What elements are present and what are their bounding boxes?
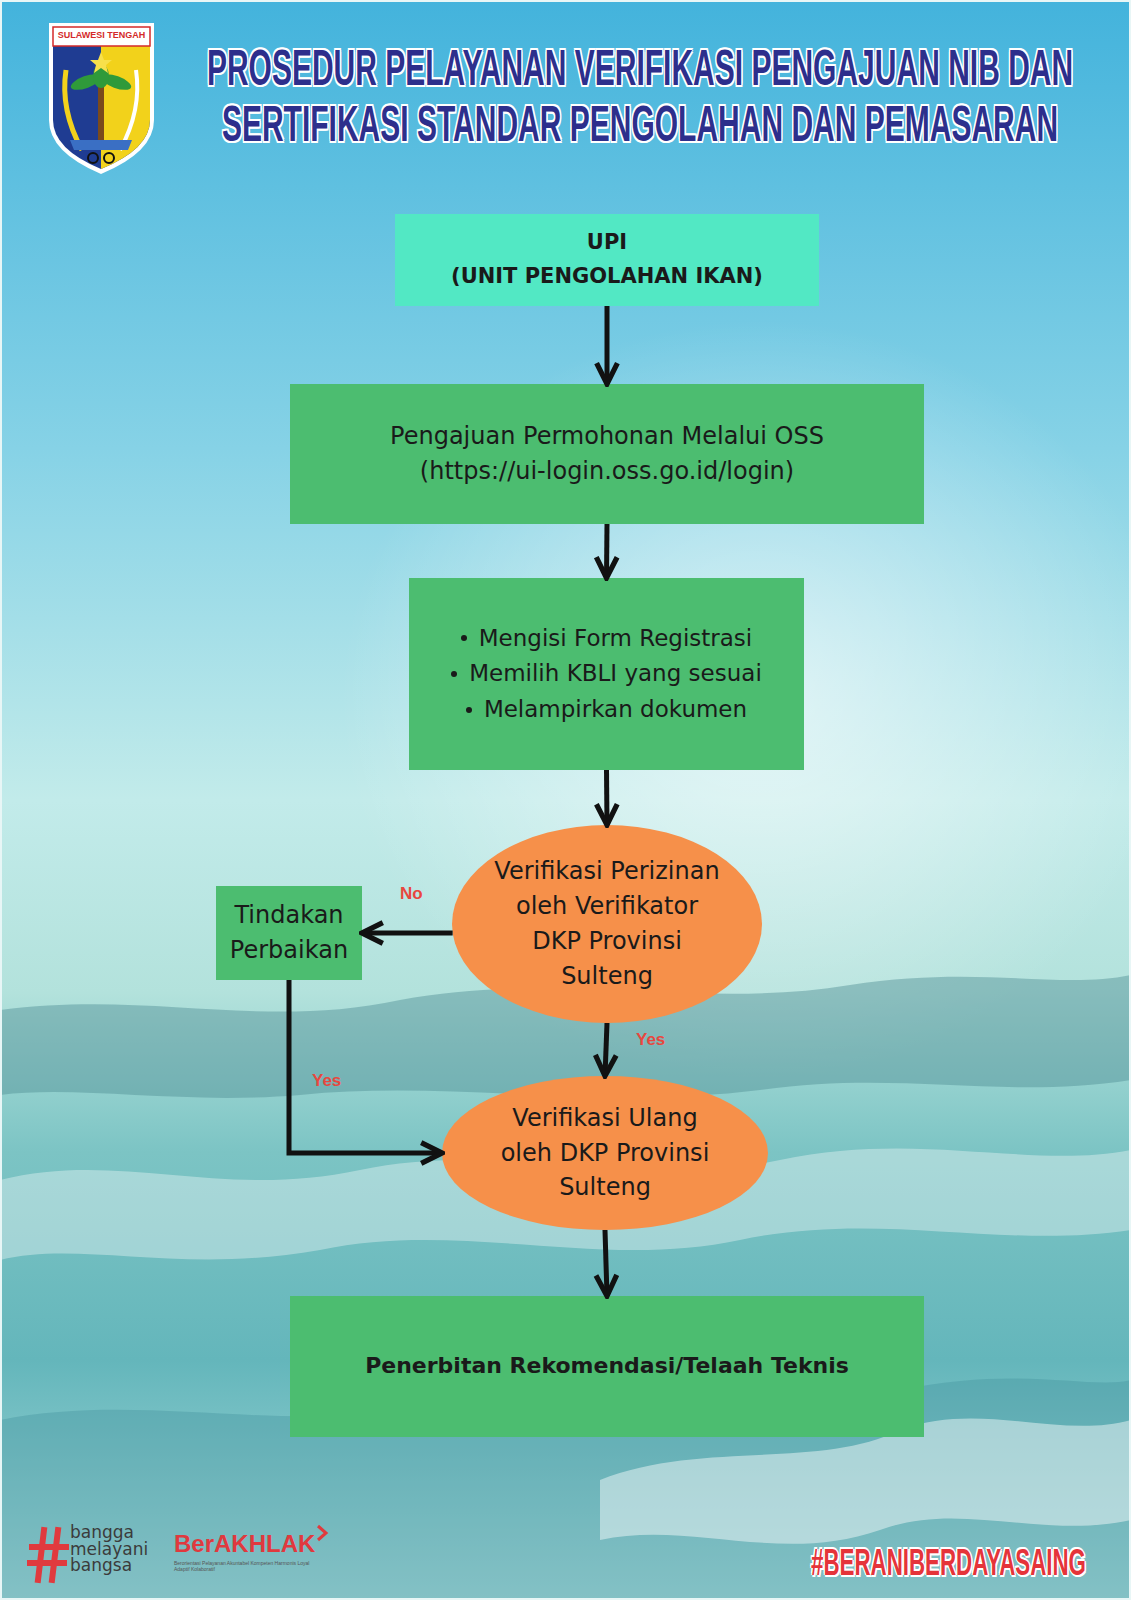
province-logo bbox=[49, 23, 154, 174]
flow-arrow bbox=[289, 980, 442, 1153]
flow-arrow bbox=[362, 931, 453, 936]
text-row: Memilih KBLI yang sesuai bbox=[451, 656, 762, 692]
text-row: (UNIT PENGOLAHAN IKAN) bbox=[451, 260, 763, 294]
bullet-dot bbox=[466, 707, 472, 713]
sea-spray bbox=[340, 320, 1131, 1080]
node-text: UPI bbox=[587, 226, 627, 260]
process-box: Mengisi Form RegistrasiMemilih KBLI yang… bbox=[409, 578, 804, 770]
node-text: (UNIT PENGOLAHAN IKAN) bbox=[451, 260, 763, 294]
node-text: Mengisi Form Registrasi bbox=[479, 621, 753, 657]
process-box: Tindakan Perbaikan bbox=[216, 886, 362, 980]
start-box: UPI(UNIT PENGOLAHAN IKAN) bbox=[395, 214, 819, 306]
node-text: Verifikasi Ulang oleh DKP Provinsi Sulte… bbox=[491, 1101, 719, 1205]
ellipse-shape bbox=[442, 1076, 768, 1230]
node-text: Verifikasi Perizinan oleh Verifikator DK… bbox=[490, 854, 724, 993]
node-text: Melampirkan dokumen bbox=[484, 692, 747, 728]
text-row: Penerbitan Rekomendasi/Telaah Teknis bbox=[365, 1351, 849, 1382]
hashtag-text: #BERANIBERDAYASAING bbox=[811, 1542, 1131, 1583]
text-row: Tindakan Perbaikan bbox=[216, 898, 362, 968]
ellipse-shape bbox=[452, 825, 762, 1023]
tagline-text: Berorientasi Pelayanan Akuntabel Kompete… bbox=[174, 1560, 324, 1572]
decision-ellipse: Verifikasi Perizinan oleh Verifikator DK… bbox=[452, 825, 762, 1023]
wave-foam bbox=[600, 1418, 1131, 1543]
flow-arrow bbox=[604, 524, 610, 578]
cotton-stalk bbox=[120, 70, 137, 150]
flow-arrow bbox=[605, 1230, 607, 1296]
edge-label: Yes bbox=[636, 1030, 665, 1050]
flow-arrow bbox=[604, 770, 610, 825]
edge-label: Yes bbox=[312, 1071, 341, 1091]
flow-arrow bbox=[605, 306, 610, 384]
hash-stroke bbox=[30, 1560, 64, 1566]
motto-text: bangga melayani bangsa bbox=[70, 1524, 150, 1574]
text-row: Mengisi Form Registrasi bbox=[461, 621, 753, 657]
diagram-title: PROSEDUR PELAYANAN VERIFIKASI PENGAJUAN … bbox=[175, 40, 1105, 152]
node-text: (https://ui-login.oss.go.id/login) bbox=[420, 454, 794, 489]
hash-stroke bbox=[52, 1530, 58, 1580]
bullet-dot bbox=[451, 671, 457, 677]
process-box: Pengajuan Permohonan Melalui OSS(https:/… bbox=[290, 384, 924, 524]
ellipse-outline bbox=[452, 825, 762, 1023]
bullet-dot bbox=[461, 635, 467, 641]
logo-star bbox=[90, 52, 112, 73]
logo-water bbox=[70, 140, 132, 150]
rice-stalk bbox=[65, 70, 82, 150]
node-text: Pengajuan Permohonan Melalui OSS bbox=[390, 419, 824, 454]
logo-ring bbox=[104, 153, 114, 163]
text-row: (https://ui-login.oss.go.id/login) bbox=[420, 454, 794, 489]
logo-field bbox=[101, 46, 150, 169]
logo-ring bbox=[88, 153, 98, 163]
text-row: Pengajuan Permohonan Melalui OSS bbox=[390, 419, 824, 454]
berakhlak-chevron bbox=[318, 1526, 326, 1540]
decision-ellipse: Verifikasi Ulang oleh DKP Provinsi Sulte… bbox=[442, 1076, 768, 1230]
node-text: Tindakan Perbaikan bbox=[216, 898, 362, 968]
hash-stroke bbox=[38, 1530, 44, 1580]
node-text: Penerbitan Rekomendasi/Telaah Teknis bbox=[365, 1351, 849, 1382]
text-row: Melampirkan dokumen bbox=[466, 692, 747, 728]
process-box: Penerbitan Rekomendasi/Telaah Teknis bbox=[290, 1296, 924, 1437]
logo-shield bbox=[53, 27, 150, 169]
flow-arrow bbox=[605, 1023, 607, 1076]
text-row: Verifikasi Perizinan oleh Verifikator DK… bbox=[490, 854, 724, 993]
text-row: Verifikasi Ulang oleh DKP Provinsi Sulte… bbox=[491, 1101, 719, 1205]
hash-stroke bbox=[32, 1544, 66, 1550]
logo-outline bbox=[49, 23, 154, 174]
edge-label: No bbox=[400, 884, 423, 904]
logo-caption: SULAWESI TENGAH bbox=[53, 30, 150, 40]
hash-symbol bbox=[30, 1530, 66, 1580]
node-text: Memilih KBLI yang sesuai bbox=[469, 656, 762, 692]
logo-band bbox=[53, 27, 150, 46]
text-row: UPI bbox=[587, 226, 627, 260]
palm-trunk bbox=[98, 82, 104, 140]
brand-text: BerAKHLAK bbox=[174, 1530, 324, 1558]
